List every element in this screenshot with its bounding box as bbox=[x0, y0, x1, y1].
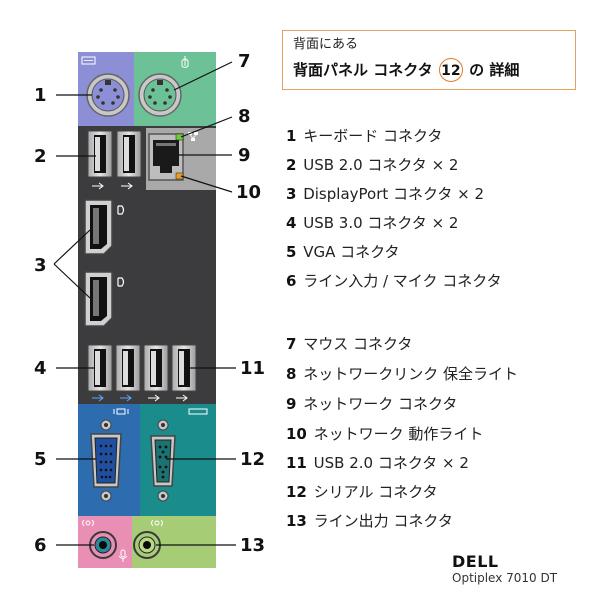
legend-item: 1 キーボード コネクタ bbox=[286, 125, 596, 146]
legend-item: 10 ネットワーク 動作ライト bbox=[286, 423, 596, 444]
legend-item: 7 マウス コネクタ bbox=[286, 333, 596, 354]
usb-icon bbox=[92, 182, 133, 190]
callout-6: 6 bbox=[34, 535, 47, 556]
usb-icon bbox=[148, 394, 188, 402]
legend-label: キーボード コネクタ bbox=[303, 127, 443, 145]
legend-item: 3 DisplayPort コネクタ × 2 bbox=[286, 183, 596, 204]
displayport-icon bbox=[117, 205, 125, 287]
callout-2: 2 bbox=[34, 146, 47, 167]
keyboard-icon bbox=[81, 56, 96, 65]
legend-label: マウス コネクタ bbox=[303, 335, 413, 353]
callout-13: 13 bbox=[240, 535, 265, 556]
legend-item: 5 VGA コネクタ bbox=[286, 241, 596, 262]
brand-block: DELL Optiplex 7010 DT bbox=[452, 552, 557, 585]
callout-1: 1 bbox=[34, 85, 47, 106]
legend-number: 7 bbox=[286, 335, 297, 353]
line-in-icon bbox=[82, 519, 94, 527]
callout-12: 12 bbox=[240, 449, 265, 470]
legend-item: 6 ライン入力 / マイク コネクタ bbox=[286, 270, 596, 291]
usb2-top-connectors[interactable] bbox=[87, 130, 142, 178]
legend-item: 9 ネットワーク コネクタ bbox=[286, 393, 596, 414]
serial-icon bbox=[188, 408, 208, 415]
legend-number: 5 bbox=[286, 243, 297, 261]
legend-item: 12 シリアル コネクタ bbox=[286, 481, 596, 502]
callout-10: 10 bbox=[236, 182, 261, 203]
leader-lines bbox=[53, 61, 236, 546]
keyboard-connector[interactable] bbox=[86, 73, 130, 117]
callout-7: 7 bbox=[238, 51, 251, 72]
legend-item: 2 USB 2.0 コネクタ × 2 bbox=[286, 154, 596, 175]
legend-label: シリアル コネクタ bbox=[313, 483, 438, 501]
legend-number: 8 bbox=[286, 365, 297, 383]
legend-label: ライン入力 / マイク コネクタ bbox=[303, 272, 502, 290]
legend-number: 4 bbox=[286, 214, 297, 232]
legend-label: DisplayPort コネクタ × 2 bbox=[303, 185, 485, 203]
callout-9: 9 bbox=[238, 145, 251, 166]
legend-item: 11 USB 2.0 コネクタ × 2 bbox=[286, 452, 596, 473]
legend-item: 13 ライン出力 コネクタ bbox=[286, 510, 596, 531]
section-header: 背面にある 背面パネル コネクタ 12 の 詳細 bbox=[282, 30, 576, 90]
line-in-connector[interactable] bbox=[89, 531, 117, 559]
ps2-zone bbox=[78, 52, 216, 126]
network-connector[interactable] bbox=[148, 133, 184, 181]
legend-item: 8 ネットワークリンク 保全ライト bbox=[286, 363, 596, 384]
legend-number: 1 bbox=[286, 127, 297, 145]
callout-3: 3 bbox=[34, 255, 47, 276]
callout-5: 5 bbox=[34, 449, 47, 470]
usb-icon bbox=[92, 394, 132, 402]
legend-label: USB 3.0 コネクタ × 2 bbox=[303, 214, 459, 232]
model-name: Optiplex 7010 DT bbox=[452, 571, 558, 585]
dell-logo: DELL bbox=[452, 552, 499, 571]
rear-panel-diagram: 1 2 3 4 5 6 7 8 9 10 11 12 13 bbox=[34, 51, 265, 568]
legend-number: 12 bbox=[286, 483, 307, 501]
callout-numbers: 1 2 3 4 5 6 7 8 9 10 11 12 13 bbox=[34, 51, 265, 556]
legend-label: ネットワーク コネクタ bbox=[303, 395, 458, 413]
legend-label: USB 2.0 コネクタ × 2 bbox=[303, 156, 459, 174]
link-integrity-light bbox=[175, 133, 184, 141]
line-out-icon bbox=[151, 519, 163, 527]
microphone-icon bbox=[118, 549, 128, 562]
usb2-bottom-connectors[interactable] bbox=[143, 344, 197, 392]
vga-icon bbox=[113, 408, 129, 415]
legend-item: 4 USB 3.0 コネクタ × 2 bbox=[286, 212, 596, 233]
header-subtitle: 背面にある bbox=[293, 37, 359, 52]
legend-label: VGA コネクタ bbox=[303, 243, 400, 261]
header-title-suffix: の 詳細 bbox=[469, 61, 520, 79]
line-out-connector[interactable] bbox=[133, 531, 161, 559]
header-title-text: 背面パネル コネクタ bbox=[293, 61, 433, 79]
legend-label: ライン出力 コネクタ bbox=[313, 512, 453, 530]
mouse-connector[interactable] bbox=[138, 73, 182, 117]
legend-number: 9 bbox=[286, 395, 297, 413]
callout-8: 8 bbox=[238, 106, 251, 127]
legend-label: ネットワーク 動作ライト bbox=[313, 425, 484, 443]
serial-connector[interactable] bbox=[150, 419, 176, 502]
serial-zone bbox=[140, 404, 216, 516]
legend-number: 11 bbox=[286, 454, 307, 472]
callout-4: 4 bbox=[34, 358, 47, 379]
vga-connector[interactable] bbox=[90, 419, 122, 502]
legend-number: 3 bbox=[286, 185, 297, 203]
legend-number: 10 bbox=[286, 425, 307, 443]
header-title: 背面パネル コネクタ 12 の 詳細 bbox=[293, 58, 565, 82]
legend-number: 13 bbox=[286, 512, 307, 530]
legend-label: ネットワークリンク 保全ライト bbox=[303, 365, 518, 383]
legend-number: 2 bbox=[286, 156, 297, 174]
mouse-icon bbox=[181, 56, 189, 68]
header-title-number: 12 bbox=[438, 58, 463, 82]
callout-11: 11 bbox=[240, 358, 265, 379]
displayport-connectors[interactable] bbox=[84, 199, 113, 327]
legend-number: 6 bbox=[286, 272, 297, 290]
legend-label: USB 2.0 コネクタ × 2 bbox=[313, 454, 469, 472]
